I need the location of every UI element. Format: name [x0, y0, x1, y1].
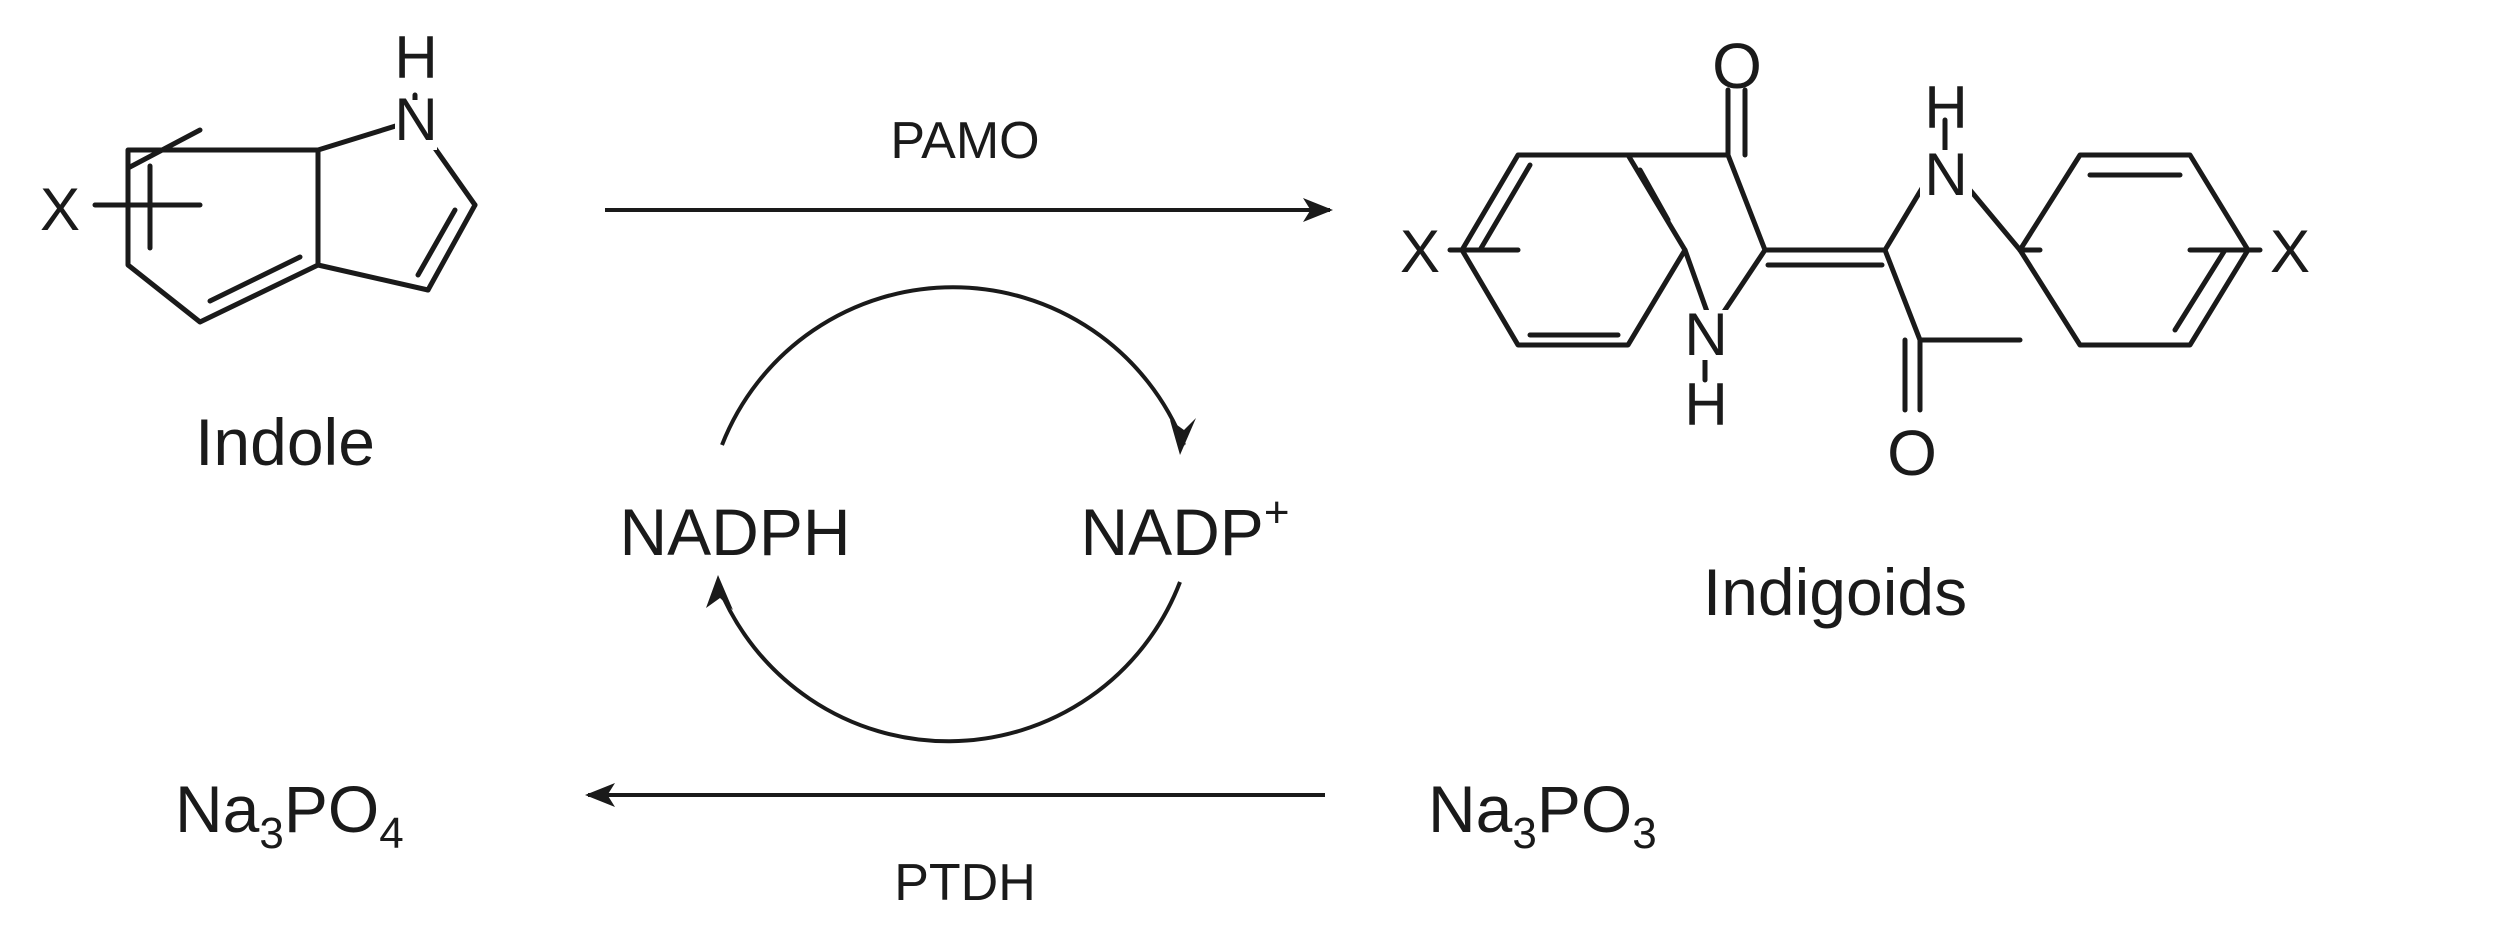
indigoid-core — [1447, 87, 2263, 413]
reverse-enzyme-label: PTDH — [894, 854, 1036, 912]
indigoid-x-right: X — [2270, 218, 2310, 285]
cycle-arrowhead-left — [706, 575, 733, 610]
cycle-arrowhead-right — [1170, 418, 1196, 455]
indigoid-o-top: O — [1712, 30, 1762, 102]
nadph-label: NADPH — [619, 495, 850, 569]
indigoid-h-bottom: H — [1684, 371, 1727, 438]
indole-atoms: N H X — [40, 24, 438, 243]
indigoid-n-bottom: N — [1684, 301, 1727, 368]
indigoid-h-top: H — [1924, 74, 1967, 141]
indole-h-atom: H — [394, 24, 437, 91]
cycle-arc-bottom — [716, 581, 1182, 744]
cofactor-cycle — [716, 285, 1186, 744]
indigoid-o-bottom: O — [1887, 417, 1937, 489]
phosphite-label: Na3PO3 — [1428, 772, 1657, 858]
indole-n-atom: N — [394, 86, 437, 153]
forward-enzyme-label: PAMO — [890, 112, 1039, 170]
indigoids-label: Indigoids — [1703, 555, 1967, 629]
nadp-charge: + — [1264, 488, 1290, 537]
indole-label: Indole — [195, 405, 375, 479]
svg-text:NADP+: NADP+ — [1080, 488, 1289, 569]
indigoid-n-top: N — [1924, 141, 1967, 208]
cycle-arc-top — [720, 285, 1186, 446]
nadp-plus-label: NADP+ — [1080, 488, 1289, 569]
indigoid-x-left: X — [1400, 218, 1440, 285]
indigoid-atoms: N H N H O O X X — [1400, 30, 2310, 489]
nadp-text: NADP — [1080, 495, 1263, 569]
indole-x-substituent: X — [40, 176, 80, 243]
phosphate-label: Na3PO4 — [175, 772, 404, 858]
